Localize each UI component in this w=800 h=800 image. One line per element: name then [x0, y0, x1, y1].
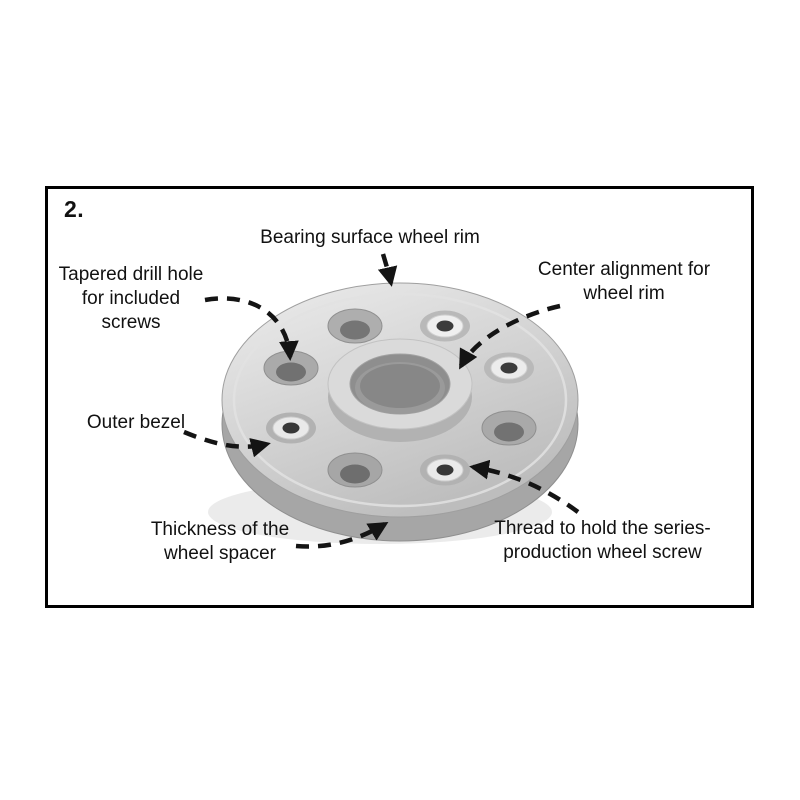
threaded-insert-holes	[266, 310, 534, 486]
label-thickness: Thickness of the wheel spacer	[140, 518, 300, 566]
label-thread: Thread to hold the series- production wh…	[480, 517, 725, 565]
label-text: wheel rim	[583, 283, 665, 304]
label-text: Outer bezel	[86, 412, 186, 433]
threaded-insert-hole	[484, 352, 534, 384]
threaded-insert-hole	[420, 310, 470, 342]
label-bearing-surface: Bearing surface wheel rim	[235, 226, 505, 250]
label-outer-bezel: Outer bezel	[78, 411, 194, 435]
counterbore-holes	[263, 308, 537, 488]
arrow-thickness	[295, 521, 389, 549]
label-text: Center alignment for	[537, 259, 711, 280]
arrow-bearing-surface	[377, 253, 398, 287]
label-text: Thickness of the	[150, 519, 290, 540]
arrow-thread	[469, 459, 580, 514]
counterbore-hole	[327, 308, 383, 344]
center-alignment-collar	[327, 338, 473, 442]
label-text: Tapered drill hole	[58, 264, 204, 285]
label-text: production wheel screw	[503, 542, 702, 563]
annotation-arrows	[183, 253, 580, 549]
label-text: for included	[81, 288, 181, 309]
counterbore-hole	[263, 350, 319, 386]
label-tapered-drill-hole: Tapered drill hole for included screws	[45, 263, 217, 335]
threaded-insert-hole	[266, 412, 316, 444]
label-center-alignment: Center alignment for wheel rim	[524, 258, 724, 306]
label-text: wheel spacer	[164, 543, 276, 564]
counterbore-hole	[327, 452, 383, 488]
threaded-insert-hole	[420, 454, 470, 486]
step-number: 2.	[64, 196, 85, 222]
counterbore-hole	[481, 410, 537, 446]
arrow-center-alignment	[459, 303, 561, 370]
label-text: screws	[101, 312, 161, 333]
label-text: Thread to hold the series-	[494, 518, 711, 539]
arrow-outer-bezel	[183, 429, 271, 458]
label-text: Bearing surface wheel rim	[260, 227, 480, 248]
